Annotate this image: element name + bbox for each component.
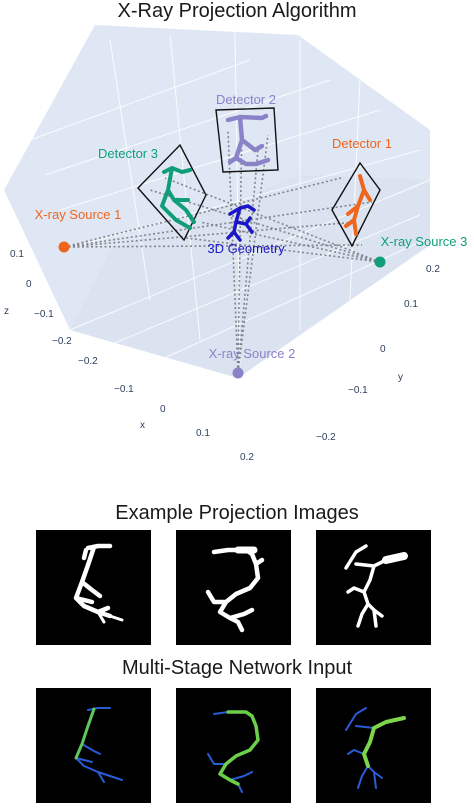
z-axis-label: z [4, 306, 9, 317]
xray-3d-scene[interactable]: Detector 2 Detector 3 Detector 1 3D Geom… [0, 0, 474, 500]
detector-3[interactable] [137, 143, 207, 242]
main-title: X-Ray Projection Algorithm [117, 0, 357, 22]
plot-grid [29, 32, 431, 366]
x-tick: 0.2 [240, 452, 254, 463]
y-tick: 0.1 [404, 299, 418, 310]
projections-title: Example Projection Images [115, 502, 359, 524]
y-tick: 0 [380, 344, 386, 355]
x-tick: −0.2 [78, 356, 98, 367]
projection-image-2 [176, 530, 291, 645]
z-tick: −0.1 [34, 309, 54, 320]
x-tick: 0 [160, 404, 166, 415]
x-tick: −0.1 [114, 384, 134, 395]
z-tick: 0 [26, 279, 32, 290]
detector-1-label: Detector 1 [332, 136, 392, 151]
detector-2[interactable] [215, 107, 279, 173]
3d-geometry-vessel[interactable] [226, 204, 256, 242]
geometry-label: 3D Geometry [207, 241, 285, 256]
detector-2-label: Detector 2 [216, 92, 276, 107]
network-input-2 [176, 688, 291, 803]
network-input-3 [316, 688, 431, 803]
network-input-1 [36, 688, 151, 803]
y-tick: 0.2 [426, 264, 440, 275]
y-axis-label: y [398, 372, 403, 383]
projection-image-3 [316, 530, 431, 645]
y-tick: −0.2 [316, 432, 336, 443]
z-tick: −0.2 [52, 336, 72, 347]
source-2-label: X-ray Source 2 [209, 346, 296, 361]
source-1-label: X-ray Source 1 [35, 207, 122, 222]
detector-1[interactable] [331, 161, 381, 248]
detector-3-label: Detector 3 [98, 146, 158, 161]
z-tick: 0.1 [10, 249, 24, 260]
y-tick: −0.1 [348, 385, 368, 396]
x-axis-label: x [140, 420, 145, 431]
xray-source-3[interactable] [374, 256, 386, 268]
network-title: Multi-Stage Network Input [121, 657, 353, 679]
x-tick: 0.1 [196, 428, 210, 439]
xray-source-2[interactable] [232, 367, 244, 379]
source-3-label: X-ray Source 3 [381, 234, 468, 249]
xray-source-1[interactable] [58, 241, 70, 253]
projection-image-1 [36, 530, 151, 645]
